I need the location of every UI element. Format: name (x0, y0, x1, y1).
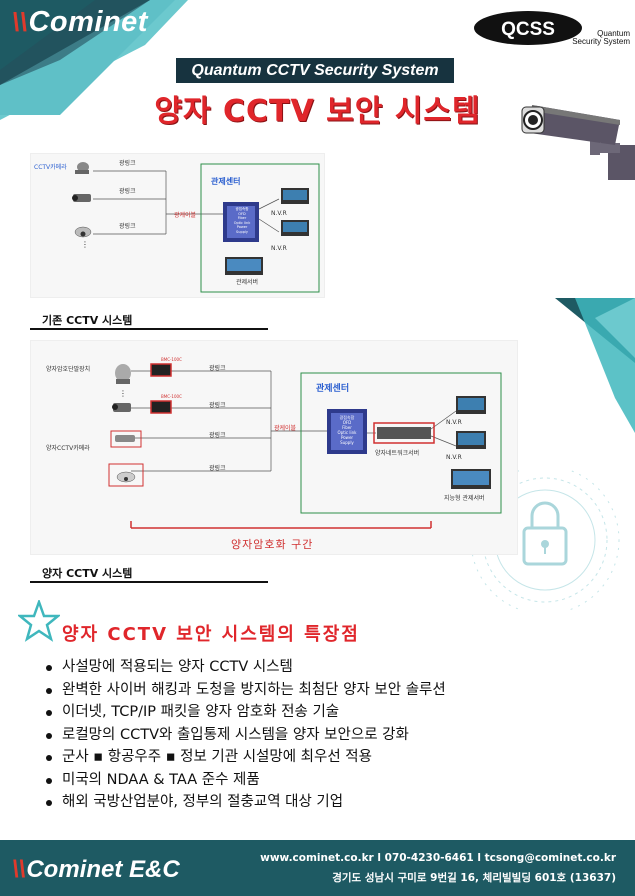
network-server-label: 양자네트워크서버 (375, 450, 420, 457)
footer (0, 840, 635, 896)
header-corner-graphic (0, 0, 188, 120)
camera-label: CCTV카메라 (34, 164, 67, 171)
center-title: 관제센터 (211, 177, 241, 186)
camera-icon (115, 364, 131, 384)
nvr-label: N.V.R (446, 419, 462, 426)
feature-item: 미국의 NDAA & TAA 준수 제품 (46, 769, 446, 792)
footer-contact: www.cominet.co.kr l 070-4230-6461 l tcso… (260, 852, 616, 864)
cominet-logo: \\Cominet (12, 6, 148, 38)
server-label: 지능형 관제서버 (444, 495, 485, 502)
link-label: 광링크 (209, 402, 226, 409)
nvr-label: N.V.R (446, 454, 462, 461)
star-icon (18, 600, 60, 642)
link-label: 광링크 (209, 365, 226, 372)
page-title: 양자 CCTV 보안 시스템 (154, 94, 481, 129)
svg-text:Security System: Security System (572, 37, 630, 46)
quantum-section-label: 양자 CCTV 시스템 (42, 567, 133, 580)
camera-icon (75, 162, 89, 174)
nvr-label: N.V.R (271, 210, 287, 217)
svg-text:Quantum: Quantum (597, 29, 630, 38)
link-label: 광링크 (209, 465, 226, 472)
rack-label: 광접속함 OFD Fiber Optic link Power Supply (233, 207, 251, 234)
svg-text:QCSS: QCSS (501, 19, 555, 40)
camera-icon (112, 403, 131, 412)
link-label: 광링크 (119, 188, 136, 195)
feature-item: 로컬망의 CCTV와 출입통제 시스템을 양자 보안으로 강화 (46, 724, 446, 747)
qkd-label: BMC-100C (161, 394, 182, 399)
server-label: 관제서버 (236, 279, 259, 286)
cctv-camera-icon (521, 105, 635, 180)
right-decor-shape (555, 298, 635, 433)
camera-icon (115, 435, 135, 442)
feature-item: 사설망에 적용되는 양자 CCTV 시스템 (46, 656, 446, 679)
device-label: 양자암호단말장치 (46, 366, 91, 373)
qkd-label: BMC-100C (161, 357, 182, 362)
quantum-cctv-diagram: ⋮ 양자암호단말장치 양자CCTV카메라 BMC-100C (30, 340, 518, 555)
existing-section-label: 기존 CCTV 시스템 (42, 314, 133, 327)
section-divider (30, 581, 268, 583)
feature-item: 이더넷, TCP/IP 패킷을 양자 암호화 전송 기술 (46, 701, 446, 724)
features-list: 사설망에 적용되는 양자 CCTV 시스템 완벽한 사이버 해킹과 도청을 방지… (46, 656, 446, 814)
existing-diagram-lines: ⋮ (72, 162, 320, 293)
section-divider (30, 328, 268, 330)
svg-text:⋮: ⋮ (119, 389, 127, 398)
footer-logo: \\Cominet E&C (12, 856, 180, 883)
cable-label: 광케이블 (174, 212, 197, 219)
camera-icon (116, 471, 136, 483)
link-label: 광링크 (209, 432, 226, 439)
nvr-label: N.V.R (271, 245, 287, 252)
camera-icon (72, 194, 91, 202)
qcss-logo: QCSS Quantum Security System (474, 11, 630, 46)
center-title: 관제센터 (316, 384, 350, 394)
feature-item: 완벽한 사이버 해킹과 도청을 방지하는 최첨단 양자 보안 솔루션 (46, 679, 446, 702)
cable-label: 광케이블 (274, 425, 297, 432)
footer-address: 경기도 성남시 구미로 9번길 16, 체리빌빌딩 601호 (13637) (332, 872, 616, 884)
quantum-diagram-lines: ⋮ (108, 363, 502, 529)
link-label: 광링크 (119, 160, 136, 167)
subtitle-banner: Quantum CCTV Security System (176, 58, 454, 83)
features-title: 양자 CCTV 보안 시스템의 특장점 (62, 624, 360, 645)
link-label: 광링크 (119, 223, 136, 230)
camera-label: 양자CCTV카메라 (46, 445, 90, 452)
svg-text:⋮: ⋮ (81, 240, 89, 249)
existing-cctv-diagram: ⋮ CCTV카메라 광링크 광링크 광링크 광케이블 관제센터 광접속함 OFD… (30, 153, 325, 298)
feature-item: 군사 ▪ 항공우주 ▪ 정보 기관 시설망에 최우선 적용 (46, 746, 446, 769)
camera-icon (74, 226, 92, 238)
feature-item: 해외 국방산업분야, 정부의 절충교역 대상 기업 (46, 791, 446, 814)
encryption-zone-label: 양자암호화 구간 (231, 538, 314, 551)
rack-label: 광접속함 OFD Fiber Optic link Power Supply (337, 415, 357, 445)
